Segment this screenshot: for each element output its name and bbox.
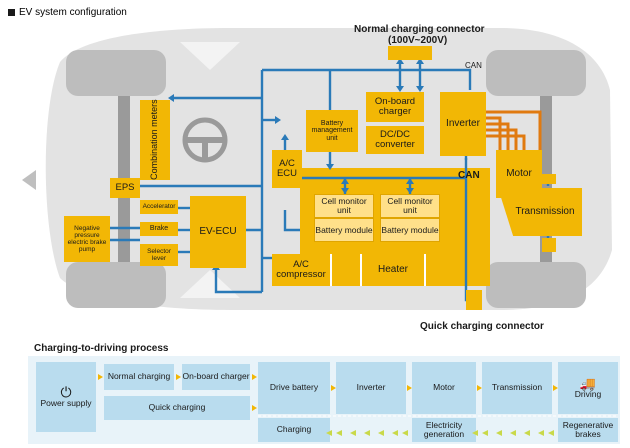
onboard-charger: On-board charger: [366, 92, 424, 122]
eps: EPS: [110, 178, 140, 198]
accelerator: Accelerator: [140, 200, 178, 214]
dcdc-converter: DC/DC converter: [366, 126, 424, 154]
regenerative-brakes: Regenerative brakes: [558, 418, 618, 442]
motor-link-top: [542, 174, 556, 184]
heater: Heater: [360, 254, 426, 286]
steering-wheel-icon: [182, 117, 228, 163]
quick-charge-port: [466, 290, 482, 310]
can-top-label: CAN: [465, 61, 482, 70]
process-charging: Charging: [258, 418, 330, 442]
process-onboard-charger: On-board charger: [182, 364, 250, 390]
battery-module-1: Battery module: [314, 218, 374, 242]
truck-icon: 🚚: [579, 375, 597, 391]
power-supply: ⏻ Power supply: [36, 362, 96, 432]
quick-charging: Quick charging: [104, 396, 250, 420]
quick-charging-connector-label: Quick charging connector: [420, 321, 544, 332]
normal-charging-voltage-label: (100V~200V): [388, 35, 448, 46]
inverter: Inverter: [440, 92, 486, 156]
motor-link-bottom: [542, 238, 556, 252]
drive-battery: Drive battery: [258, 362, 330, 414]
normal-charging-connector-label: Normal charging connector: [354, 24, 485, 35]
ac-compressor: A/C compressor: [272, 254, 332, 286]
wheel-front-right: [66, 262, 166, 308]
vehicle-diagram: [22, 28, 612, 310]
battery-module-2: Battery module: [380, 218, 440, 242]
cell-monitor-unit-2: Cell monitor unit: [380, 194, 440, 218]
section-title: EV system configuration: [8, 7, 127, 18]
ac-ecu: A/C ECU: [272, 150, 302, 188]
cell-monitor-unit-1: Cell monitor unit: [314, 194, 374, 218]
can-mid-label: CAN: [458, 170, 480, 181]
diagram-title: EV system configuration: [19, 7, 127, 18]
normal-charge-port: [388, 46, 432, 60]
electricity-generation: Electricity generation: [412, 418, 476, 442]
wheel-rear-left: [486, 50, 586, 96]
process-title: Charging-to-driving process: [34, 343, 169, 354]
combination-meters: Combination meters: [140, 99, 170, 180]
plug-icon: ⏻: [60, 384, 72, 401]
process-transmission: Transmission: [482, 362, 552, 414]
wheel-rear-right: [486, 262, 586, 308]
power-lines: [484, 110, 542, 150]
process-driving: 🚚 Driving: [558, 362, 618, 414]
brake-pump: Negative pressure electric brake pump: [64, 216, 110, 262]
wheel-front-left: [66, 50, 166, 96]
normal-charging: Normal charging: [104, 364, 174, 390]
ev-ecu: EV-ECU: [190, 196, 246, 268]
selector-lever: Selector lever: [140, 244, 178, 266]
battery-management-unit: Battery management unit: [306, 110, 358, 152]
process-inverter: Inverter: [336, 362, 406, 414]
car-front-arrow-icon: [22, 170, 36, 190]
brake: Brake: [140, 222, 178, 236]
car-window-front: [180, 42, 240, 70]
transmission: Transmission: [498, 188, 582, 236]
square-bullet-icon: [8, 9, 15, 16]
process-motor: Motor: [412, 362, 476, 414]
